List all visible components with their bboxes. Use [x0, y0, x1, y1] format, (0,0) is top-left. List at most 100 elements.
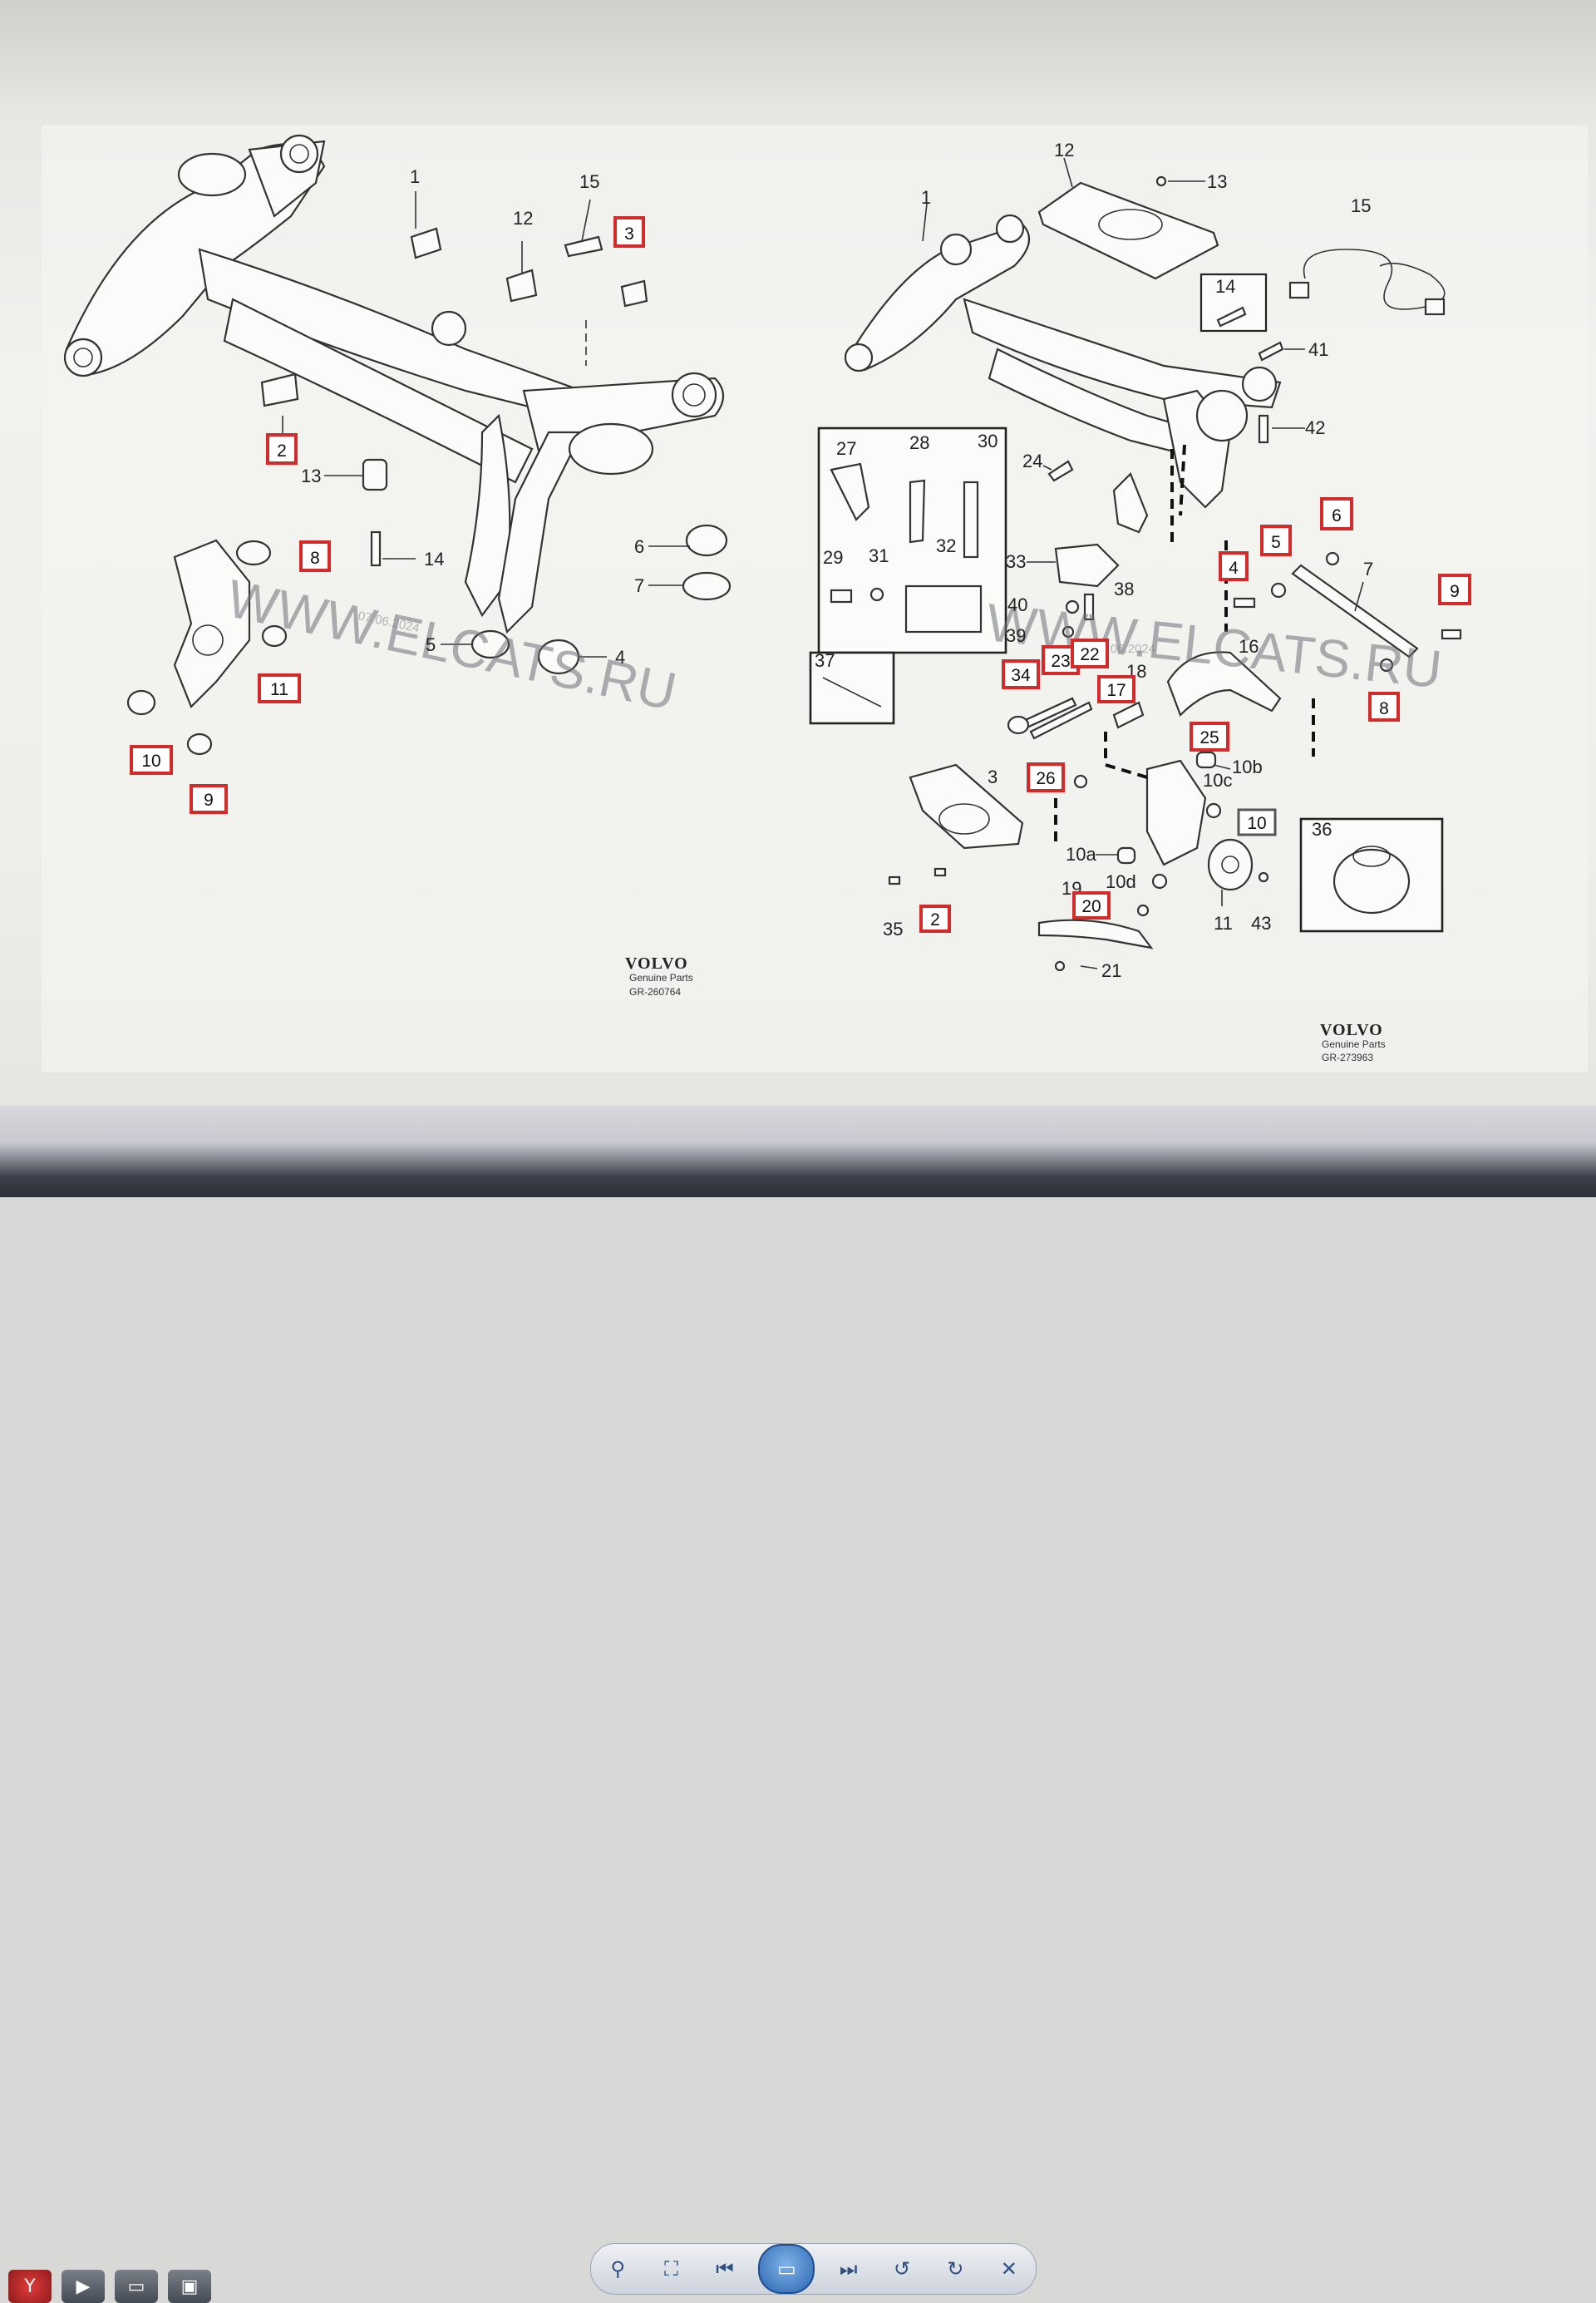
photo-viewer-icon[interactable]: ▣ [168, 2270, 211, 2303]
svg-text:17: 17 [1106, 681, 1126, 700]
next-icon[interactable]: ⏭ [839, 2257, 858, 2281]
svg-text:8: 8 [1379, 699, 1389, 718]
bushing-part-2 [260, 372, 299, 407]
svg-text:9: 9 [1450, 582, 1460, 601]
diagram-code-left: GR-260764 [629, 986, 681, 998]
slideshow-icon[interactable]: ▭ [758, 2244, 815, 2294]
label-r10b: 10b [1232, 757, 1263, 777]
media-player-icon[interactable]: ▶ [62, 2270, 105, 2303]
label-r1: 1 [921, 187, 931, 208]
upper-arm-16 [1166, 651, 1282, 717]
inset-box-37 [809, 651, 895, 725]
label-r10d: 10d [1106, 871, 1136, 892]
svg-text:8: 8 [310, 549, 320, 568]
svg-text:20: 20 [1081, 897, 1101, 916]
label-r32: 32 [936, 535, 956, 556]
label-6: 6 [634, 536, 644, 557]
left-diff-bushing [177, 152, 247, 197]
diff-mount-bushing [568, 422, 654, 476]
washer-40 [1065, 599, 1080, 614]
callout-r25: 25 [1190, 722, 1229, 752]
bushing-part-12 [505, 269, 538, 303]
delete-icon[interactable]: ✕ [1000, 2257, 1017, 2281]
bushing-10d [1151, 873, 1168, 890]
bolt-21 [1054, 960, 1066, 972]
rotate-cw-icon[interactable]: ↻ [947, 2257, 964, 2281]
bushing-10c [1205, 802, 1222, 819]
subframe-rear-leg [497, 431, 584, 634]
folder-icon[interactable]: ▭ [115, 2270, 158, 2303]
taskbar: ⚲ ⛶ ⏮ ▭ ⏭ ↺ ↻ ✕ Y ▶ ▭ ▣ [0, 1106, 1596, 2303]
label-r14: 14 [1215, 276, 1235, 297]
wire-harness-15 [1303, 249, 1446, 310]
label-r43: 43 [1251, 913, 1271, 934]
bushing-part-8 [235, 540, 272, 566]
label-r11: 11 [1214, 913, 1233, 934]
bushing-part-3 [620, 279, 648, 308]
label-7: 7 [634, 575, 644, 596]
boot-36 [1332, 848, 1411, 915]
callout-9: 9 [190, 784, 228, 814]
callout-r17: 17 [1097, 675, 1135, 703]
callout-r5: 5 [1260, 525, 1292, 556]
callout-r4: 4 [1219, 551, 1249, 581]
nut-6 [1325, 551, 1340, 566]
label-r27: 27 [836, 438, 856, 459]
label-r21: 21 [1101, 960, 1121, 981]
bolt-2 [933, 867, 947, 877]
subframe-right-cross-front [963, 298, 1282, 409]
zoom-icon[interactable]: ⚲ [610, 2257, 625, 2281]
right-mount-ring [671, 372, 717, 418]
label-r7: 7 [1363, 559, 1373, 579]
callout-8: 8 [299, 540, 331, 572]
bushing-part-11 [261, 624, 288, 648]
link-19 [1037, 919, 1154, 949]
bushing-10a [1116, 846, 1136, 865]
svg-text:6: 6 [1332, 506, 1342, 525]
label-1: 1 [410, 166, 420, 187]
label-r31: 31 [869, 545, 889, 566]
nut-31 [869, 587, 884, 602]
washer-part-7 [682, 571, 732, 601]
svg-text:10: 10 [1247, 814, 1266, 833]
svg-text:5: 5 [1271, 533, 1281, 552]
inset-box-14 [1199, 273, 1268, 333]
svg-text:34: 34 [1011, 666, 1031, 685]
link-30 [963, 481, 979, 559]
sensor-32 [904, 584, 983, 634]
svg-text:25: 25 [1199, 728, 1219, 747]
nut-8 [1379, 658, 1394, 673]
label-r13: 13 [1207, 171, 1227, 192]
rotate-ccw-icon[interactable]: ↺ [894, 2257, 911, 2281]
photo-viewer-toolbar: ⚲ ⛶ ⏮ ▭ ⏭ ↺ ↻ ✕ [590, 2243, 1037, 2295]
bolt-35 [888, 875, 901, 885]
fit-window-icon[interactable]: ⛶ [664, 2257, 678, 2281]
label-r30: 30 [978, 431, 998, 451]
label-r24: 24 [1022, 451, 1042, 471]
bushing-17 [1112, 701, 1145, 729]
callout-r2: 2 [919, 905, 951, 933]
label-r35: 35 [883, 919, 903, 939]
callout-r10: 10 [1237, 808, 1277, 836]
yandex-browser-icon[interactable]: Y [8, 2270, 52, 2303]
bolt-part-14 [370, 530, 382, 567]
bolt-26 [1073, 774, 1088, 789]
bushing-10b [1195, 751, 1217, 769]
svg-text:9: 9 [204, 791, 214, 810]
bolt-41 [1258, 341, 1284, 362]
hub-11 [1207, 838, 1254, 891]
nut-20 [1136, 904, 1150, 917]
previous-icon[interactable]: ⏮ [716, 2257, 734, 2281]
label-r10c: 10c [1203, 770, 1232, 791]
label-4: 4 [615, 647, 625, 668]
callout-r22: 22 [1071, 639, 1109, 668]
label-15: 15 [579, 171, 599, 192]
label-r40: 40 [1007, 594, 1027, 615]
bracket-33 [1054, 543, 1120, 588]
subframe-trailing-leg [464, 413, 511, 618]
callout-r26: 26 [1027, 762, 1065, 792]
callout-11: 11 [258, 673, 301, 703]
diagram-code-right: GR-273963 [1322, 1052, 1373, 1063]
label-r36: 36 [1312, 819, 1332, 840]
label-5: 5 [426, 634, 436, 655]
